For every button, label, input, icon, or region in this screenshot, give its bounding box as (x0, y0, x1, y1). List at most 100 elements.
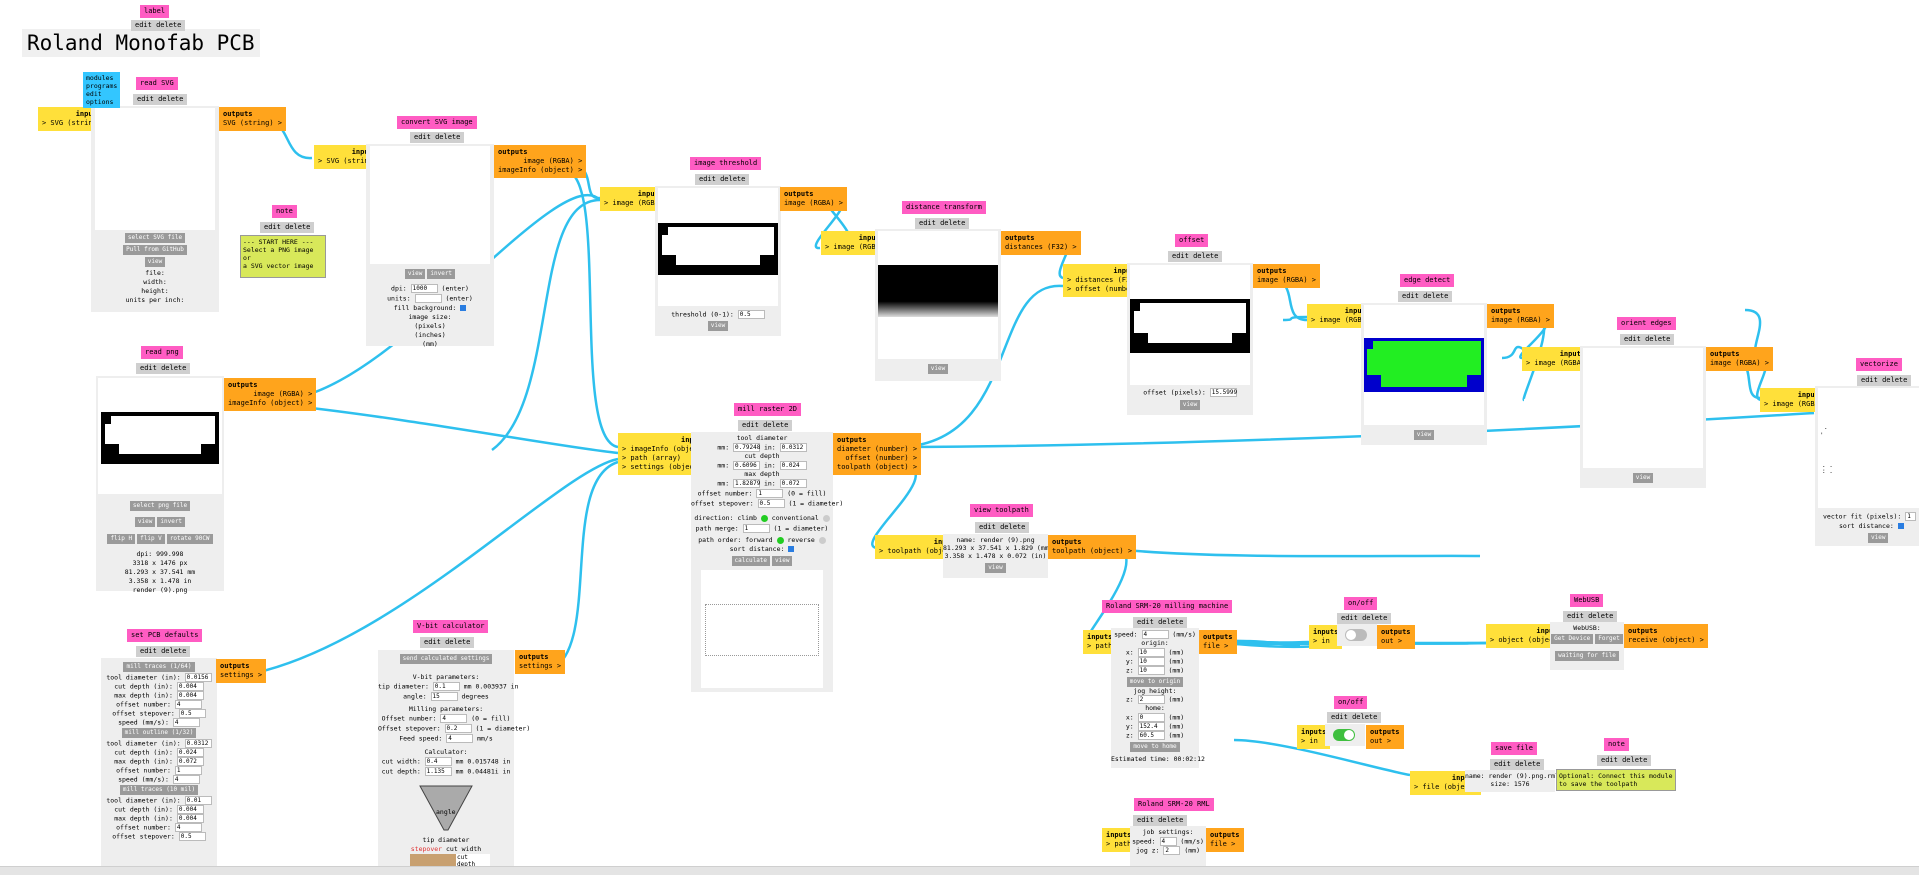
edit-delete-read-png[interactable]: edit delete (136, 363, 191, 374)
forward-radio[interactable] (776, 536, 784, 544)
note-text[interactable]: --- START HERE --- Select a PNG image or… (240, 235, 326, 278)
setting-input[interactable]: 1 (174, 766, 202, 775)
module-title-read-svg[interactable]: read SVG (136, 77, 178, 90)
module-title-note[interactable]: note (272, 205, 297, 218)
select-svg-button[interactable]: select SVG file (124, 233, 186, 243)
menu-item-edit[interactable]: edit (86, 90, 102, 98)
sort-checkbox[interactable] (788, 546, 795, 552)
edit-delete-threshold[interactable]: edit delete (695, 174, 750, 185)
edit-delete-view-toolpath[interactable]: edit delete (975, 522, 1030, 533)
edit-delete-note-2[interactable]: edit delete (1597, 755, 1652, 766)
view-button[interactable]: view (144, 257, 166, 267)
origin-y-input[interactable]: 10 (1137, 657, 1165, 666)
edit-delete-webusb[interactable]: edit delete (1563, 611, 1618, 622)
module-title-convert-svg[interactable]: convert SVG image (397, 116, 477, 129)
edit-delete-orient[interactable]: edit delete (1620, 334, 1675, 345)
edit-delete-save-file[interactable]: edit delete (1490, 759, 1545, 770)
view-button[interactable]: view (927, 364, 949, 374)
edit-delete-vbit[interactable]: edit delete (420, 637, 475, 648)
edit-delete-vectorize[interactable]: edit delete (1857, 375, 1912, 386)
edit-delete-onoff-1[interactable]: edit delete (1337, 613, 1392, 624)
setting-input[interactable]: 0.004 (176, 805, 204, 814)
setting-input[interactable]: 4 (172, 718, 200, 727)
tool-in-input[interactable]: 0.0312 (779, 443, 807, 452)
module-title-srm20-rml[interactable]: Roland SRM-20 RML (1134, 798, 1214, 811)
move-to-origin-button[interactable]: move to origin (1126, 677, 1184, 687)
setting-input[interactable]: 0.024 (176, 748, 204, 757)
view-button[interactable]: view (985, 563, 1006, 573)
origin-z-input[interactable]: 10 (1137, 666, 1165, 675)
preset-button[interactable]: mill outline (1/32) (121, 728, 197, 738)
edit-delete-srm20[interactable]: edit delete (1133, 617, 1188, 628)
max-in-input[interactable]: 0.072 (779, 479, 807, 488)
setting-input[interactable]: 0.004 (176, 691, 204, 700)
view-button[interactable]: view (1632, 473, 1654, 483)
path-merge-input[interactable]: 1 (742, 524, 770, 533)
edit-delete-edge[interactable]: edit delete (1398, 291, 1453, 302)
sort-checkbox[interactable] (1897, 523, 1904, 529)
setting-input[interactable]: 0.004 (176, 682, 204, 691)
offset-stepover-input[interactable]: 0.5 (757, 499, 785, 508)
pull-github-button[interactable]: Pull from GitHub (123, 245, 187, 255)
menu-item-modules[interactable]: modules (86, 74, 114, 82)
home-y-input[interactable]: 152.4 (1137, 722, 1165, 731)
setting-input[interactable]: 0.5 (178, 709, 206, 718)
reverse-radio[interactable] (818, 536, 826, 544)
view-button[interactable]: view (1179, 400, 1201, 410)
dpi-input[interactable]: 1000 (410, 284, 438, 293)
view-button[interactable]: view (134, 517, 156, 527)
rotate-button[interactable]: rotate 90CW (166, 534, 213, 544)
module-title-view-toolpath[interactable]: view toolpath (970, 504, 1033, 517)
setting-input[interactable]: 4 (174, 823, 202, 832)
rml-speed-input[interactable]: 4 (1159, 837, 1177, 846)
horizontal-scrollbar[interactable] (0, 866, 1919, 875)
edit-delete-distance[interactable]: edit delete (915, 218, 970, 229)
module-title-vbit[interactable]: V-bit calculator (413, 620, 489, 633)
units-input[interactable] (414, 294, 442, 303)
setting-input[interactable]: 0.01 (184, 796, 212, 805)
offset-number-input[interactable]: 1 (756, 489, 784, 498)
home-z-input[interactable]: 60.5 (1137, 731, 1165, 740)
rml-jog-input[interactable]: 2 (1163, 846, 1181, 855)
view-button[interactable]: view (707, 321, 729, 331)
feed-speed-input[interactable]: 4 (446, 734, 474, 743)
select-png-button[interactable]: select png file (129, 501, 191, 511)
invert-button[interactable]: invert (427, 269, 456, 279)
edit-delete-read-svg[interactable]: edit delete (133, 94, 188, 105)
edit-delete-pcb-defaults[interactable]: edit delete (136, 646, 191, 657)
module-title-threshold[interactable]: image threshold (690, 157, 762, 170)
setting-input[interactable]: 0.004 (176, 814, 204, 823)
srm20-inputs[interactable]: inputs> path (1083, 630, 1117, 654)
module-title-vectorize[interactable]: vectorize (1856, 358, 1902, 371)
menu-item-programs[interactable]: programs (86, 82, 118, 90)
edit-delete-mill[interactable]: edit delete (738, 420, 793, 431)
module-title-save-file[interactable]: save file (1491, 742, 1537, 755)
setting-input[interactable]: 0.072 (176, 757, 204, 766)
note-2-text[interactable]: Optional: Connect this module to save th… (1556, 769, 1676, 791)
invert-button[interactable]: invert (157, 517, 186, 527)
vbit-stepover-input[interactable]: 0.2 (444, 724, 472, 733)
module-title-read-png[interactable]: read png (141, 346, 183, 359)
origin-x-input[interactable]: 10 (1137, 648, 1165, 657)
menu-item-options[interactable]: options (86, 98, 114, 106)
conventional-radio[interactable] (822, 514, 830, 522)
vector-fit-input[interactable]: 1 (1905, 512, 1917, 521)
tool-mm-input[interactable]: 0.79248 (733, 443, 761, 452)
onoff-2-inputs[interactable]: inputs> in (1297, 725, 1331, 749)
module-title-onoff-1[interactable]: on/off (1344, 597, 1378, 610)
module-title-offset[interactable]: offset (1175, 234, 1209, 247)
view-button[interactable]: view (1413, 430, 1435, 440)
jog-z-input[interactable]: 2 (1137, 695, 1165, 704)
cut-mm-input[interactable]: 0.6096 (733, 461, 761, 470)
